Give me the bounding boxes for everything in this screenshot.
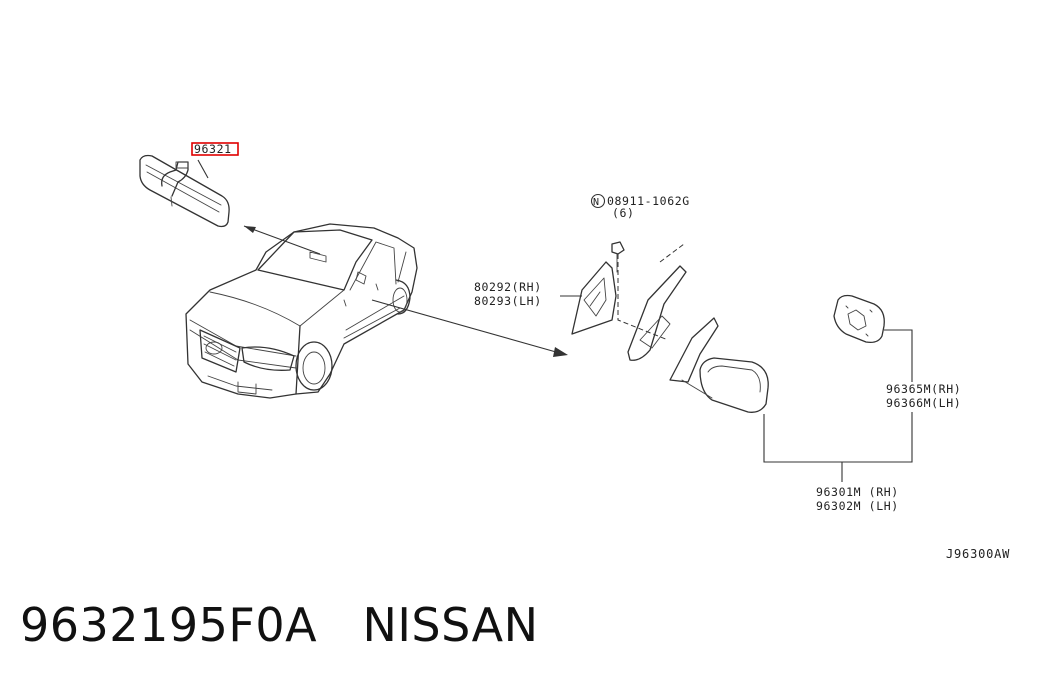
callout-door-mirror-lh: 96302M (LH) — [816, 499, 899, 513]
callout-finisher-lh: 80293(LH) — [474, 294, 542, 308]
callout-inside-mirror: 96321 — [194, 142, 232, 156]
mirror-base-drawing — [627, 243, 687, 361]
finisher-drawing — [571, 261, 617, 335]
inside-mirror-drawing — [139, 154, 230, 228]
mirror-pointer-arrowhead — [244, 226, 256, 233]
highlight-box — [191, 142, 239, 156]
bolt-drawing — [611, 241, 625, 273]
door-mirror-drawing — [669, 317, 769, 413]
bolt-marker-circle — [590, 193, 606, 209]
brand-name: NISSAN — [362, 598, 539, 652]
door-mirror-bracket-leader — [763, 412, 913, 463]
mirror-glass-drawing — [833, 294, 885, 344]
reference-code: J96300AW — [946, 547, 1010, 561]
car-drawing — [185, 223, 418, 399]
callout-door-mirror-rh: 96301M (RH) — [816, 485, 899, 499]
bolt-marker: N — [593, 197, 600, 208]
part-caption: 9632195F0A NISSAN — [20, 598, 539, 652]
inside-mirror-leader — [197, 159, 209, 179]
callout-glass-rh: 96365M(RH) — [886, 382, 961, 396]
bolt-guide-line — [617, 254, 669, 341]
callout-bolt-qty: (6) — [612, 206, 635, 220]
callout-bolt: 08911-1062G — [607, 194, 690, 208]
callout-glass-lh: 96366M(LH) — [886, 396, 961, 410]
callout-finisher-rh: 80292(RH) — [474, 280, 542, 294]
part-number: 9632195F0A — [20, 598, 318, 652]
mirror-glass-leader — [884, 329, 913, 382]
door-mirror-pointer-arrowhead — [553, 347, 568, 357]
door-mirror-pointer-line — [371, 299, 557, 353]
